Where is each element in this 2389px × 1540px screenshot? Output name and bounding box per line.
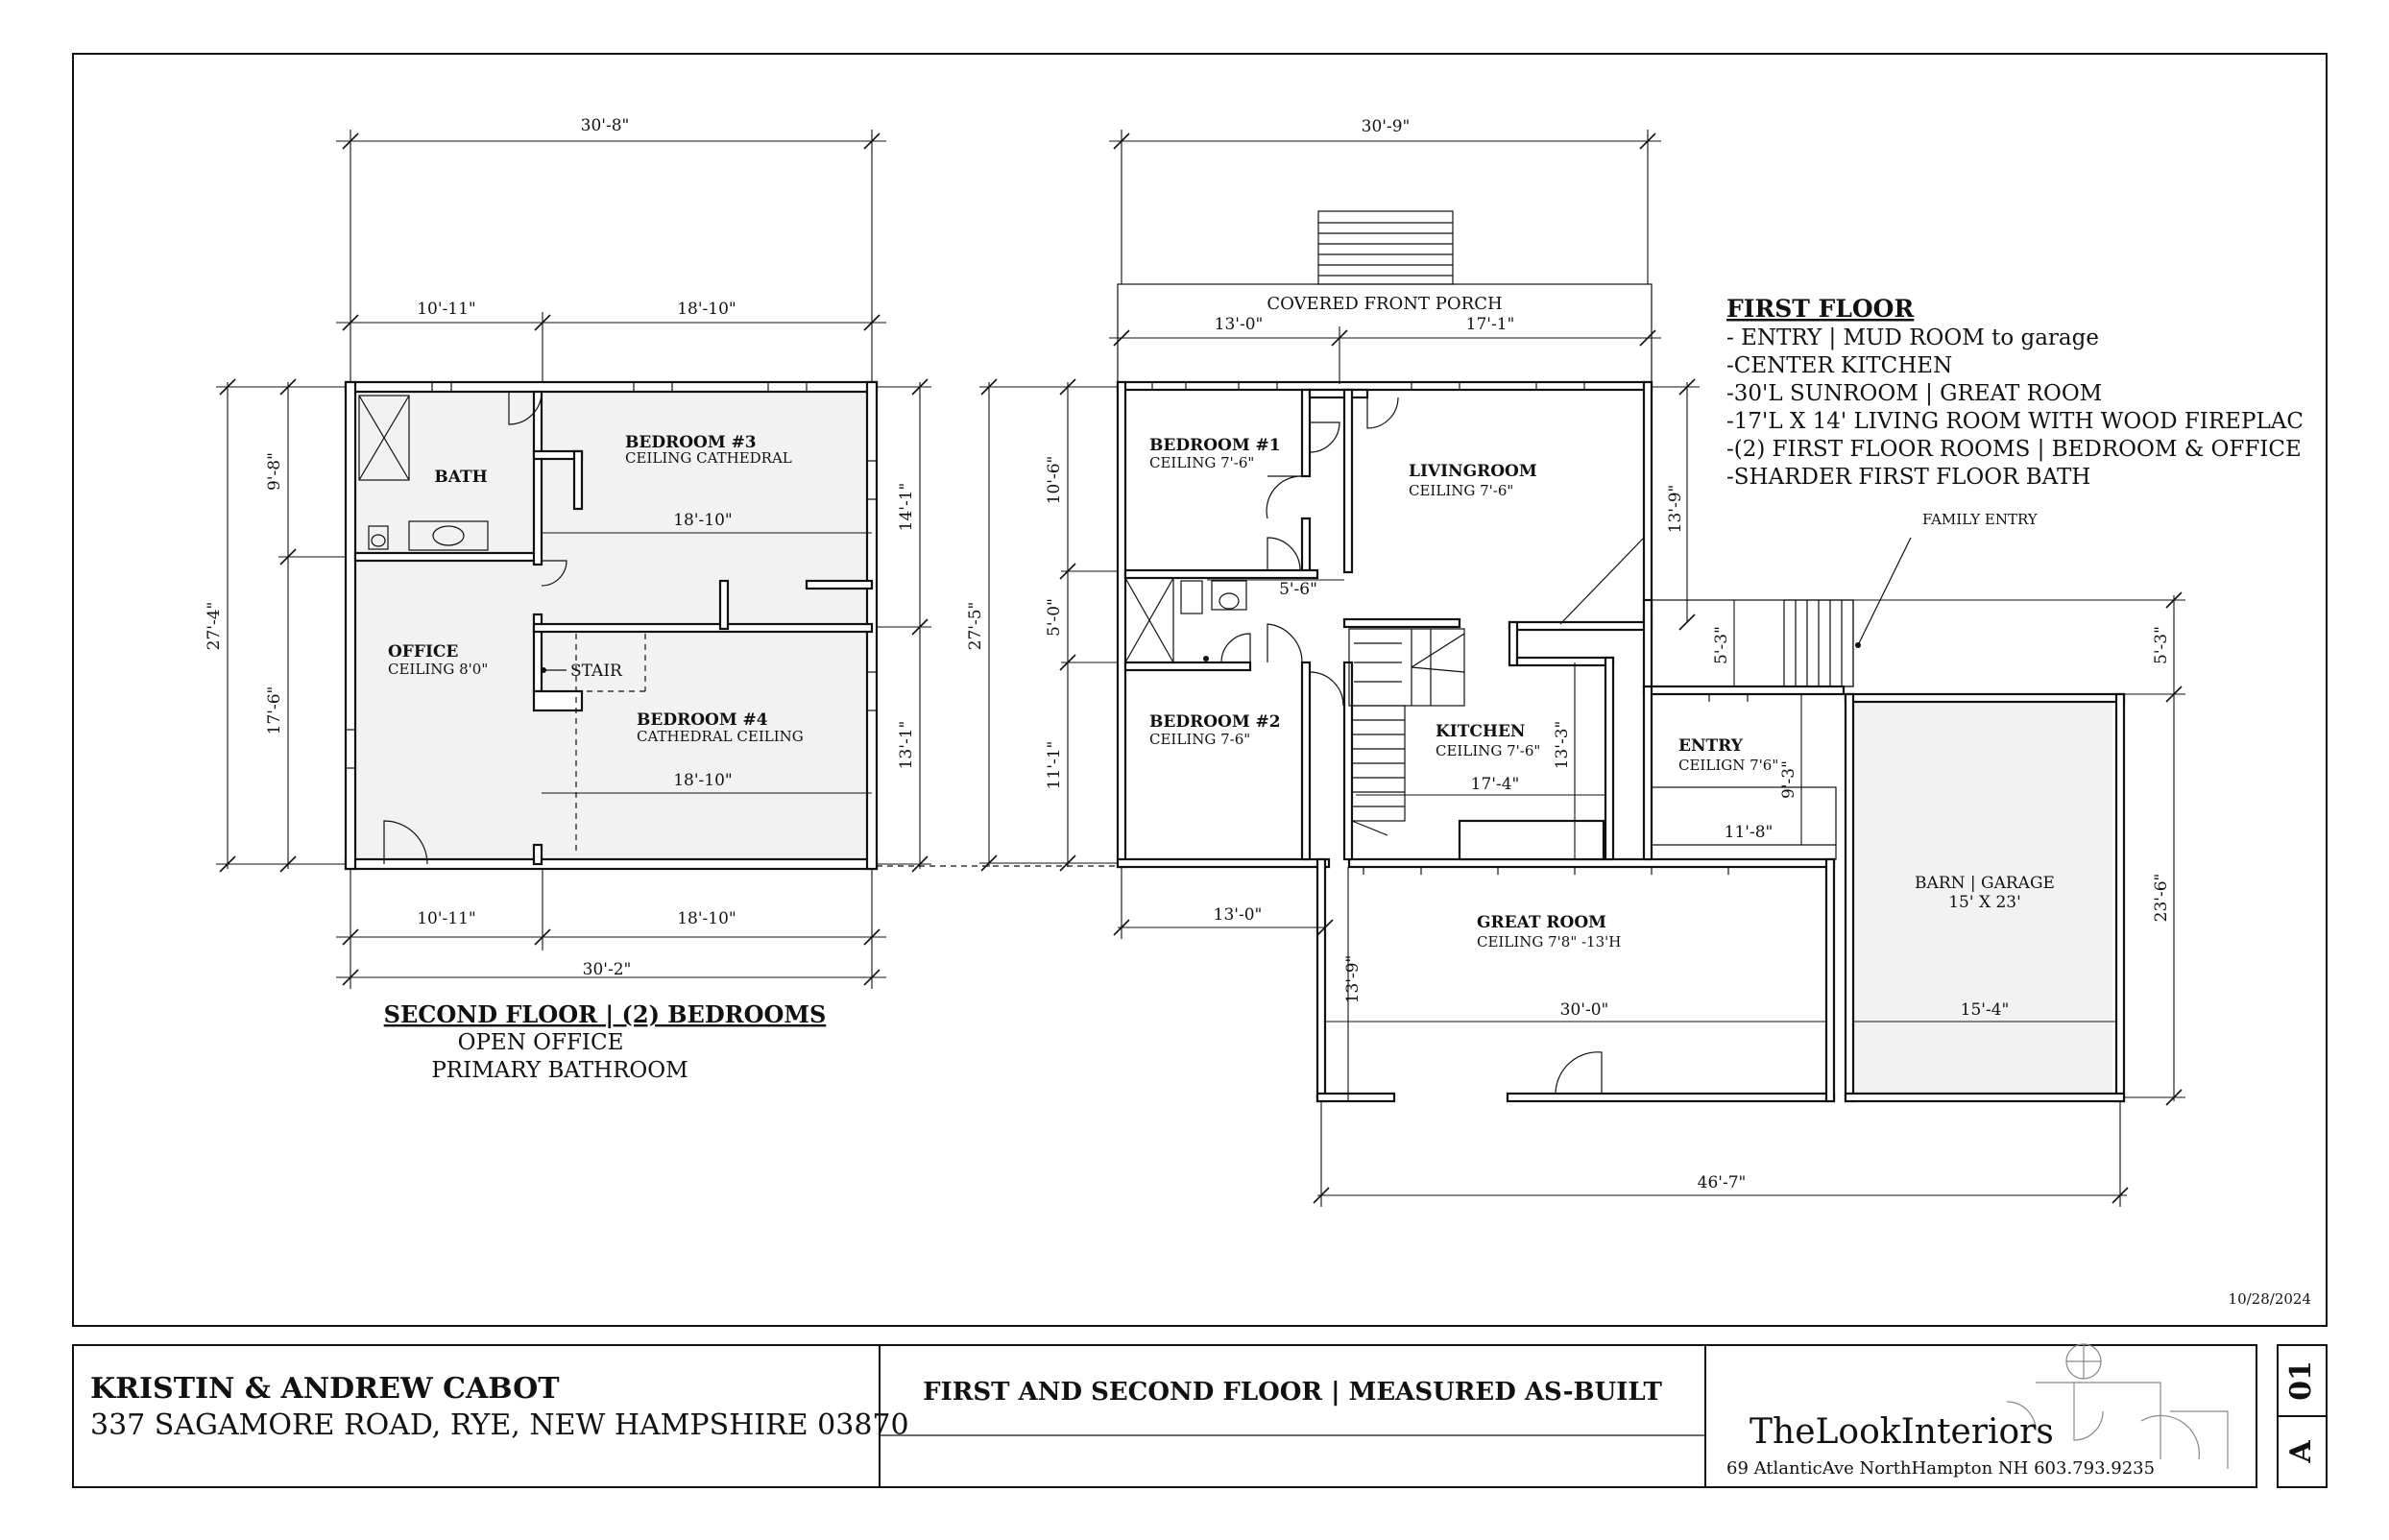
- notes-line-2: -CENTER KITCHEN: [1726, 353, 1952, 378]
- sf-dim-interior-bed3: 18'-10": [673, 511, 733, 530]
- ff-room-entry-sub: CEILIGN 7'6": [1678, 757, 1778, 774]
- notes-line-4: -17'L X 14' LIVING ROOM WITH WOOD FIREPL…: [1726, 409, 2304, 434]
- notes-line-6: -SHARDER FIRST FLOOR BATH: [1726, 465, 2090, 490]
- sf-room-office: OFFICE: [388, 642, 458, 662]
- ff-room-porch: COVERED FRONT PORCH: [1267, 294, 1502, 314]
- sf-caption-title: SECOND FLOOR | (2) BEDROOMS: [384, 1000, 827, 1028]
- sf-room-bedroom4-sub: CATHEDRAL CEILING: [637, 728, 804, 745]
- firm-logo: [2006, 1343, 2229, 1469]
- sf-dim-top-left: 10'-11": [417, 300, 476, 319]
- ff-dim-left-overall: 27'-5": [966, 602, 985, 651]
- ff-dim-left-upper: 10'-6": [1045, 456, 1064, 505]
- ff-dim-bed2-width: 13'-0": [1214, 905, 1263, 925]
- ff-room-bedroom1: BEDROOM #1: [1149, 436, 1281, 455]
- ff-dim-porch-left: 13'-0": [1215, 315, 1264, 334]
- second-floor-dimensions: [216, 130, 931, 989]
- ff-room-barn-sub: 15' X 23': [1948, 893, 2021, 912]
- ff-dim-stoop-depth: 5'-3": [1712, 626, 1731, 664]
- drawing-date: 10/28/2024: [2229, 1290, 2311, 1308]
- notes-line-3: -30'L SUNROOM | GREAT ROOM: [1726, 381, 2102, 406]
- sf-room-bedroom3-sub: CEILING CATHEDRAL: [625, 449, 792, 467]
- sf-room-bath: BATH: [434, 468, 487, 487]
- ff-dim-kitchen-depth: 13'-3": [1553, 721, 1572, 770]
- sf-dim-top-right: 18'-10": [677, 300, 736, 319]
- sf-room-bedroom4: BEDROOM #4: [637, 710, 768, 730]
- sf-dim-left-upper: 9'-8": [265, 452, 284, 491]
- sf-room-office-sub: CEILING 8'0": [388, 661, 488, 678]
- ff-dim-right-upper: 13'-9": [1666, 485, 1685, 534]
- sf-dim-top-overall: 30'-8": [581, 116, 630, 135]
- ff-label-family-entry: FAMILY ENTRY: [1922, 511, 2039, 528]
- sf-caption-line2: PRIMARY BATHROOM: [431, 1058, 688, 1083]
- ff-dim-barn-right-depth: 23'-6": [2152, 874, 2171, 923]
- ff-dim-bottom-overall: 46'-7": [1698, 1173, 1747, 1192]
- firm-address: 69 AtlanticAve NorthHampton NH 603.793.9…: [1726, 1458, 2155, 1479]
- sheet-letter: A: [2284, 1440, 2318, 1464]
- ff-dim-left-lower: 11'-1": [1045, 741, 1064, 790]
- notes-line-5: -(2) FIRST FLOOR ROOMS | BEDROOM & OFFIC…: [1726, 437, 2302, 462]
- ff-dim-top-overall: 30'-9": [1362, 117, 1411, 136]
- notes-line-1: - ENTRY | MUD ROOM to garage: [1726, 325, 2099, 350]
- first-floor-notes: FIRST FLOOR - ENTRY | MUD ROOM to garage…: [1726, 295, 2304, 490]
- ff-dim-porch-right: 17'-1": [1466, 315, 1515, 334]
- ff-dim-great-width: 30'-0": [1560, 1000, 1609, 1020]
- first-floor-dimensions: [979, 130, 2185, 1207]
- ff-room-great-sub: CEILING 7'8" -13'H: [1477, 933, 1621, 950]
- ff-dim-great-depth: 13'-9": [1343, 955, 1363, 1004]
- client-name: KRISTIN & ANDREW CABOT: [90, 1372, 560, 1406]
- notes-heading: FIRST FLOOR: [1726, 295, 1914, 323]
- sf-room-stair: STAIR: [570, 662, 623, 681]
- sf-dim-right-lower: 13'-1": [897, 721, 916, 770]
- sf-dim-bottom-left: 10'-11": [417, 909, 476, 928]
- ff-room-barn: BARN | GARAGE: [1915, 874, 2055, 893]
- ff-room-bedroom2: BEDROOM #2: [1149, 712, 1281, 732]
- firm-name: TheLookInteriors: [1750, 1412, 2054, 1452]
- ff-dim-barn-right-upper: 5'-3": [2152, 626, 2171, 664]
- sf-dim-bottom-overall: 30'-2": [583, 960, 632, 979]
- sheet-number: 01: [2284, 1360, 2318, 1401]
- sf-room-bedroom3: BEDROOM #3: [625, 433, 757, 452]
- ff-room-bedroom2-sub: CEILING 7-6": [1149, 731, 1250, 748]
- drawing-title: FIRST AND SECOND FLOOR | MEASURED AS-BUI…: [923, 1378, 1662, 1407]
- sf-dim-interior-bed4: 18'-10": [673, 771, 733, 790]
- sf-dim-left-overall: 27'-4": [205, 602, 224, 651]
- ff-dim-entry-depth: 9'-3": [1779, 760, 1798, 799]
- ff-dim-bath-width: 5'-6": [1279, 580, 1317, 599]
- ff-dim-kitchen-width: 17'-4": [1471, 775, 1520, 794]
- first-floor-plan: [1116, 210, 2126, 1103]
- ff-room-entry: ENTRY: [1678, 736, 1744, 756]
- ff-room-great: GREAT ROOM: [1477, 913, 1606, 932]
- sf-dim-right-upper: 14'-1": [897, 483, 916, 532]
- sf-caption-line1: OPEN OFFICE: [458, 1030, 624, 1055]
- ff-room-kitchen-sub: CEILING 7'-6": [1436, 742, 1540, 759]
- client-address: 337 SAGAMORE ROAD, RYE, NEW HAMPSHIRE 03…: [90, 1408, 909, 1442]
- ff-room-living-sub: CEILING 7'-6": [1409, 482, 1513, 499]
- title-block: [72, 1343, 2328, 1488]
- sf-dim-left-lower: 17'-6": [265, 686, 284, 735]
- ff-room-kitchen: KITCHEN: [1436, 722, 1525, 741]
- ff-room-bedroom1-sub: CEILING 7'-6": [1149, 454, 1254, 471]
- sheet-border: [72, 53, 2328, 1327]
- sf-dim-bottom-right: 18'-10": [677, 909, 736, 928]
- ff-dim-entry-width: 11'-8": [1725, 823, 1774, 842]
- ff-dim-left-mid: 5'-0": [1045, 598, 1064, 637]
- ff-dim-barn-width: 15'-4": [1961, 1000, 2010, 1020]
- ff-room-living: LIVINGROOM: [1409, 462, 1537, 481]
